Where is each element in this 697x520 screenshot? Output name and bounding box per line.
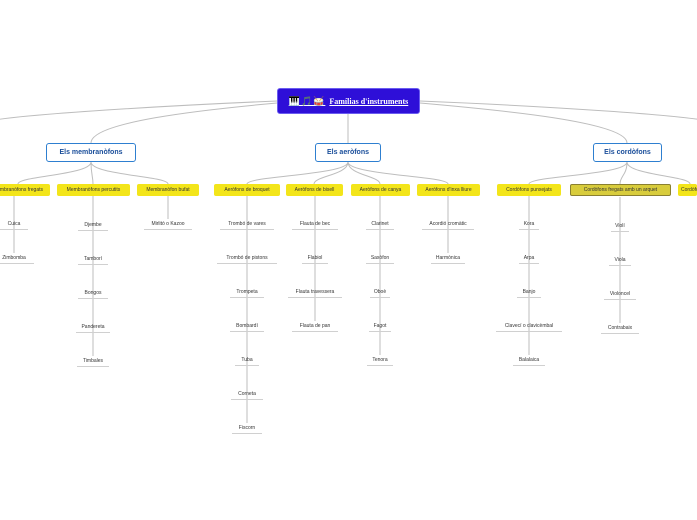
leaf-saxofon[interactable]: Saxòfon: [366, 253, 394, 264]
leaf-pandereta[interactable]: Pandereta: [76, 322, 110, 333]
leaf-bombardi[interactable]: Bombardí: [230, 321, 264, 332]
subtopic-membranofon-bufat[interactable]: Membranòfon bufat: [137, 184, 199, 196]
leaf-cuica[interactable]: Cuica: [0, 219, 28, 230]
subtopic-membranofons-percutits[interactable]: Membranòfons percutits: [57, 184, 130, 196]
leaf-viola[interactable]: Viola: [609, 255, 631, 266]
leaf-bongos[interactable]: Bongos: [78, 288, 108, 299]
leaf-clarinet[interactable]: Clarinet: [366, 219, 394, 230]
subtopic-aerofons-inxa-lliure[interactable]: Aeròfons d'inxa lliure: [417, 184, 480, 196]
leaf-djembe[interactable]: Djembe: [78, 220, 108, 231]
leaf-trombo-pistons[interactable]: Trombó de pistons: [217, 253, 277, 264]
instrument-icons: 🎹🎵🥁: [288, 95, 326, 106]
leaf-corneta[interactable]: Corneta: [231, 389, 263, 400]
subtopic-aerofons-canya[interactable]: Aeròfons de canya: [351, 184, 410, 196]
subtopic-membranofons-fregats[interactable]: Membranòfons fregats: [0, 184, 50, 196]
leaf-tuba[interactable]: Tuba: [235, 355, 259, 366]
root-title: Famílias d'instruments: [329, 96, 409, 106]
leaf-banjo[interactable]: Banjo: [517, 287, 541, 298]
subtopic-cordofons-fregats-arquet[interactable]: Cordòfons fregats amb un arquet: [570, 184, 671, 196]
leaf-kora[interactable]: Kora: [519, 219, 539, 230]
leaf-flabiol[interactable]: Flabiol: [302, 253, 328, 264]
leaf-tenora[interactable]: Tenora: [367, 355, 393, 366]
subtopic-aerofons-broquet[interactable]: Aeròfons de broquet: [214, 184, 280, 196]
leaf-trombo-vares[interactable]: Trombó de vares: [220, 219, 274, 230]
leaf-fagot[interactable]: Fagot: [369, 321, 391, 332]
leaf-flauta-pan[interactable]: Flauta de pan: [292, 321, 338, 332]
leaf-balalaica[interactable]: Balalaica: [513, 355, 545, 366]
leaf-fiscorn[interactable]: Fiscorn: [232, 423, 262, 434]
leaf-violi[interactable]: Violí: [611, 221, 629, 232]
leaf-flauta-bec[interactable]: Flauta de bec: [292, 219, 338, 230]
leaf-claveci[interactable]: Clavecí o clavicèmbal: [496, 321, 562, 332]
leaf-oboe[interactable]: Oboè: [370, 287, 390, 298]
subtopic-cordofons-punxejats[interactable]: Cordòfons punxejats: [497, 184, 561, 196]
leaf-flauta-travessera[interactable]: Flauta travessera: [288, 287, 342, 298]
topic-membranofons[interactable]: Els membranòfons: [46, 143, 136, 162]
leaf-tambori[interactable]: Tamborí: [78, 254, 108, 265]
leaf-mirlito-kazoo[interactable]: Mirlitó o Kazoo: [144, 219, 192, 230]
leaf-violoncel[interactable]: Violoncel: [604, 289, 636, 300]
subtopic-cordofons-cutoff[interactable]: Cordòfons: [678, 184, 697, 196]
leaf-acordio-cromatic[interactable]: Acordió cromàtic: [422, 219, 474, 230]
leaf-trompeta[interactable]: Trompeta: [230, 287, 264, 298]
leaf-harmonica[interactable]: Harmònica: [431, 253, 465, 264]
leaf-contrabaix[interactable]: Contrabaix: [601, 323, 639, 334]
leaf-arpa[interactable]: Arpa: [519, 253, 539, 264]
root-topic[interactable]: 🎹🎵🥁 Famílias d'instruments: [277, 88, 420, 114]
subtopic-aerofons-bisell[interactable]: Aeròfons de bisell: [286, 184, 343, 196]
leaf-zimbomba[interactable]: Zimbomba: [0, 253, 34, 264]
topic-cordofons[interactable]: Els cordòfons: [593, 143, 662, 162]
topic-aerofons[interactable]: Els aeròfons: [315, 143, 381, 162]
leaf-timbales[interactable]: Timbales: [77, 356, 109, 367]
